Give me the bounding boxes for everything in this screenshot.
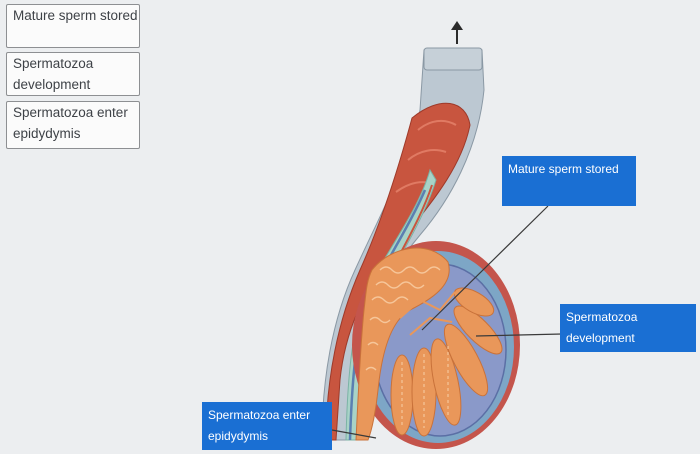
- arrow-up-icon: [451, 21, 463, 44]
- leader-development: [475, 333, 563, 337]
- label-spermatozoa-enter-epidydymis[interactable]: Spermatozoa enter epidydymis: [202, 402, 332, 450]
- chip-mature-sperm-stored[interactable]: Mature sperm stored: [6, 4, 140, 48]
- seminiferous-lobules: [390, 287, 503, 437]
- chip-spermatozoa-development[interactable]: Spermatozoa development: [6, 52, 140, 96]
- drop-label-text: Mature sperm stored: [508, 162, 619, 176]
- chip-label: Spermatozoa enter epidydymis: [13, 105, 128, 141]
- label-mature-sperm-stored[interactable]: Mature sperm stored: [502, 156, 636, 206]
- leader-enter-epididymis: [331, 429, 377, 439]
- chip-label: Mature sperm stored: [13, 8, 138, 23]
- cord-cap: [423, 47, 483, 71]
- drop-label-text: Spermatozoa enter epidydymis: [208, 408, 311, 443]
- epididymis: [355, 247, 450, 441]
- label-spermatozoa-development[interactable]: Spermatozoa development: [560, 304, 696, 352]
- chip-spermatozoa-enter-epidydymis[interactable]: Spermatozoa enter epidydymis: [6, 101, 140, 149]
- drop-label-text: Spermatozoa development: [566, 310, 638, 345]
- chip-label: Spermatozoa development: [13, 56, 94, 92]
- leader-mature-sperm: [421, 205, 549, 331]
